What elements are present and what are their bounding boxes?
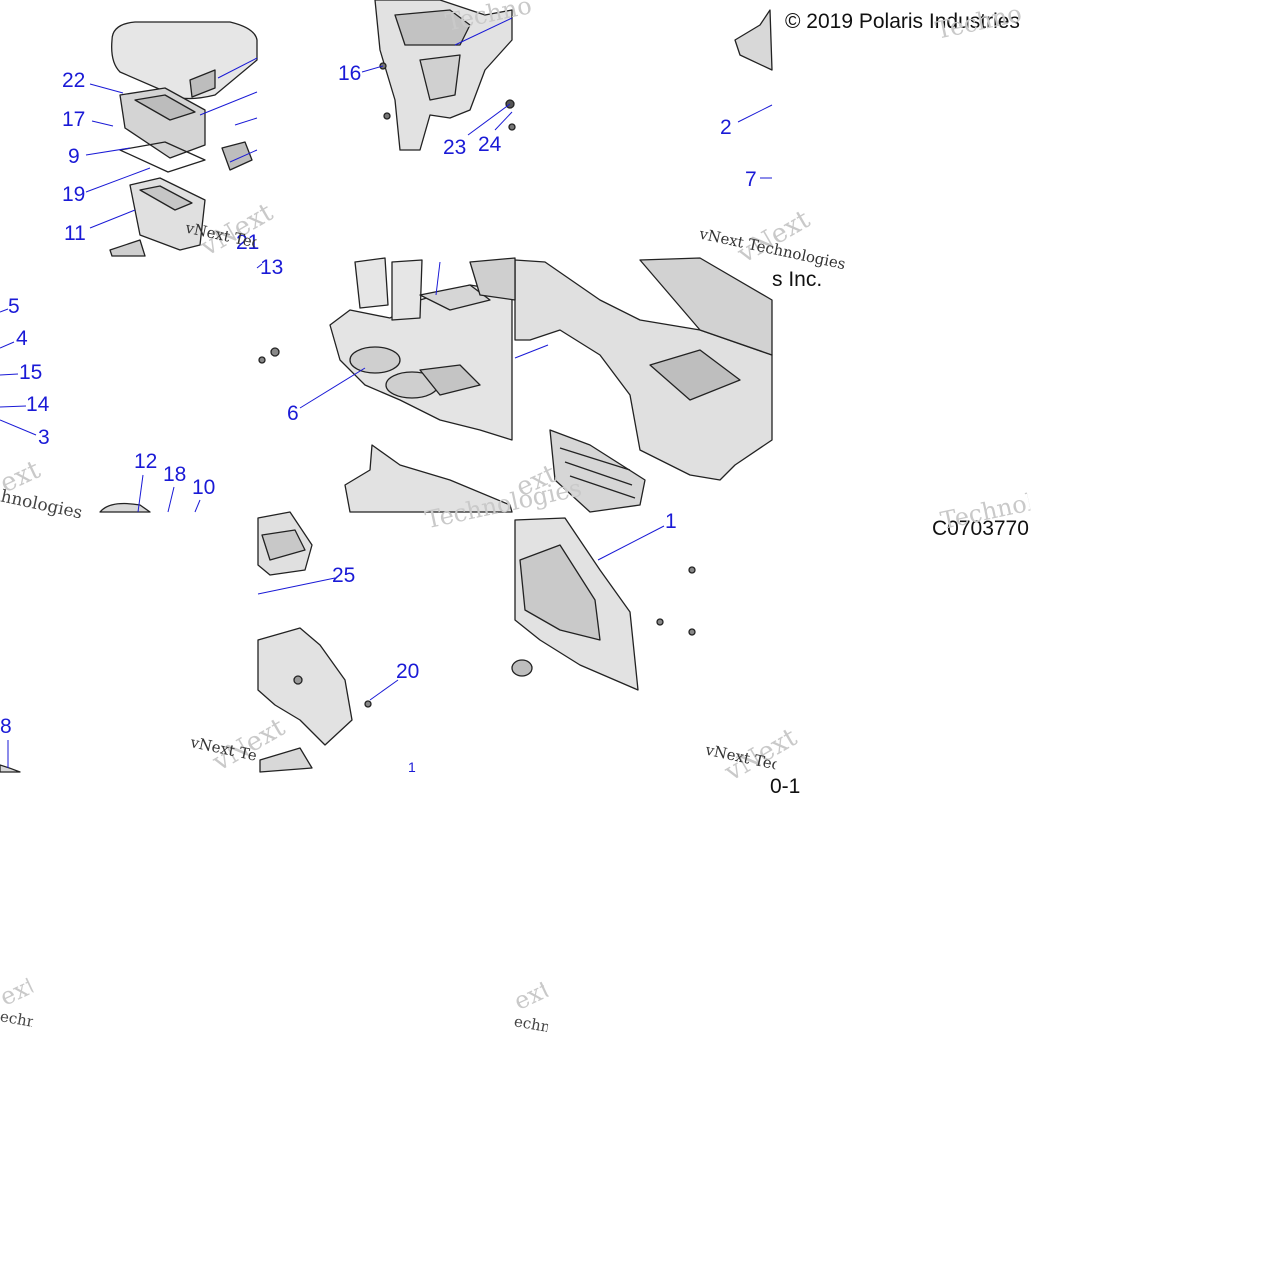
storage-lid-part [111,21,258,100]
latch-part [221,141,253,171]
callout-7: 7 [745,168,757,191]
cupholder-part [354,257,491,321]
callout-10: 10 [192,476,216,499]
callout-17: 17 [62,108,86,131]
gasket-part [119,141,206,173]
callout-16: 16 [338,62,362,85]
callout-22: 22 [62,69,86,92]
callout-2: 2 [720,116,732,139]
callout-1-fragment: 1 [408,759,416,775]
callout-4: 4 [16,327,28,350]
callout-14: 14 [26,393,50,416]
callout-19: 19 [62,183,86,206]
callout-11: 11 [64,222,86,245]
bracket-part [734,9,773,71]
callout-6: 6 [287,402,299,425]
sheet-fragment: 0-1 [770,775,801,798]
callout-1: 1 [665,510,677,533]
callout-8: 8 [0,715,12,738]
callout-13: 13 [260,256,284,279]
center-console-part [329,284,513,441]
callout-23: 23 [443,136,467,159]
callout-18: 18 [163,463,187,486]
copyright-notice: © 2019 Polaris Industries [785,11,1020,32]
storage-box-part [119,87,206,159]
callout-12: 12 [134,450,158,473]
console-side-panel-part [344,444,513,513]
copyright-fragment: s Inc. [772,268,823,291]
callout-3: 3 [38,426,50,449]
callout-24: 24 [478,133,502,156]
callout-15: 15 [19,361,43,384]
rear-console-tub-part [469,257,773,481]
grille-part [549,429,646,513]
callout-21: 21 [236,231,260,254]
storage-tray-part [257,511,313,576]
callout-9: 9 [68,145,80,168]
callout-25: 25 [332,564,356,587]
callout-5: 5 [8,295,20,318]
side-panel-part [511,517,639,691]
drawing-code: C0703770 [932,518,1029,539]
callout-20: 20 [396,660,420,683]
bin-tray-part [129,177,206,251]
front-console-part [374,0,513,151]
mount-bracket-part [257,627,353,746]
